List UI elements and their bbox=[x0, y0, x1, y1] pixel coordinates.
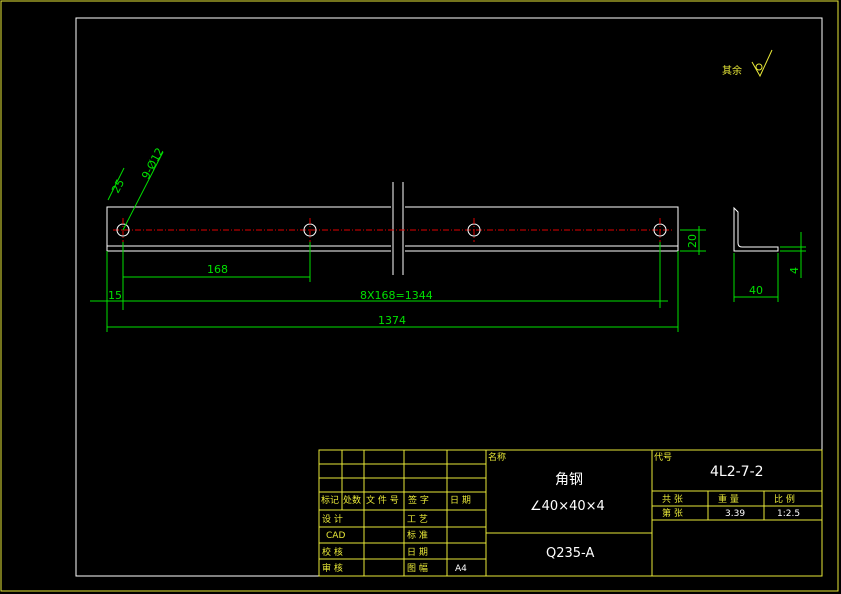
row-sheet: 图 幅 bbox=[407, 562, 428, 574]
row-process: 工 艺 bbox=[407, 514, 428, 525]
row-standard: 标 准 bbox=[407, 529, 428, 541]
title-block bbox=[318, 449, 823, 577]
angle-profile bbox=[733, 206, 779, 252]
sheet-size-value: A4 bbox=[455, 564, 467, 574]
drawing-number: 4L2-7-2 bbox=[710, 464, 764, 480]
hole-callout: 25 9-Ø12 bbox=[107, 146, 166, 231]
scale-value: 1:2.5 bbox=[777, 509, 800, 519]
rev-header-date: 日 期 bbox=[450, 495, 471, 506]
surface-note-text: 其余 bbox=[722, 64, 742, 77]
dim-168-text: 168 bbox=[207, 263, 228, 276]
rev-header-sign: 签 字 bbox=[408, 494, 429, 506]
name-label: 名称 bbox=[488, 451, 506, 463]
dimension-total: 1374 bbox=[107, 314, 678, 328]
row-date: 日 期 bbox=[407, 547, 428, 558]
callout-leader-25 bbox=[107, 167, 125, 201]
break-gap bbox=[391, 180, 405, 276]
row-cad: CAD bbox=[326, 531, 345, 541]
dimension-pitch: 15 8X168=1344 bbox=[90, 242, 679, 332]
roughness-circle-icon bbox=[755, 63, 763, 71]
dim-15-text: 15 bbox=[108, 289, 122, 302]
dim-20-text: 20 bbox=[686, 234, 699, 248]
angle-steel-front-view bbox=[106, 180, 679, 276]
dimension-168: 168 bbox=[122, 242, 311, 310]
code-label: 代号 bbox=[654, 452, 672, 463]
row-design: 设 计 bbox=[322, 513, 343, 525]
info-label-sheet: 第 张 bbox=[662, 507, 683, 519]
info-header-total: 共 张 bbox=[662, 494, 683, 505]
info-header-scale: 比 例 bbox=[774, 493, 795, 505]
part-spec: ∠40×40×4 bbox=[530, 499, 605, 514]
rev-header-count: 处数 bbox=[343, 494, 361, 506]
info-header-weight: 重 量 bbox=[718, 493, 739, 505]
callout-leader bbox=[122, 151, 164, 231]
rev-header-mark: 标记 bbox=[321, 494, 339, 506]
dim-pitch-text: 8X168=1344 bbox=[360, 289, 433, 302]
rev-header-docno: 文 件 号 bbox=[366, 494, 399, 506]
dim-1374-text: 1374 bbox=[378, 314, 406, 327]
hole-callout-text: 9-Ø12 bbox=[139, 146, 166, 182]
material: Q235-A bbox=[546, 546, 594, 561]
row-review: 审 核 bbox=[322, 562, 343, 574]
row-check: 校 核 bbox=[322, 546, 343, 558]
dim-40-text: 40 bbox=[749, 284, 763, 297]
part-name: 角钢 bbox=[555, 472, 583, 488]
surface-roughness-note: 其余 bbox=[722, 49, 773, 78]
roughness-symbol-icon bbox=[751, 49, 773, 78]
dimension-20: 20 bbox=[680, 226, 706, 255]
dim-25-text: 25 bbox=[109, 177, 127, 195]
angle-section-view: 40 4 bbox=[733, 206, 806, 302]
weight-value: 3.39 bbox=[725, 509, 745, 519]
dim-4-text: 4 bbox=[788, 267, 801, 274]
